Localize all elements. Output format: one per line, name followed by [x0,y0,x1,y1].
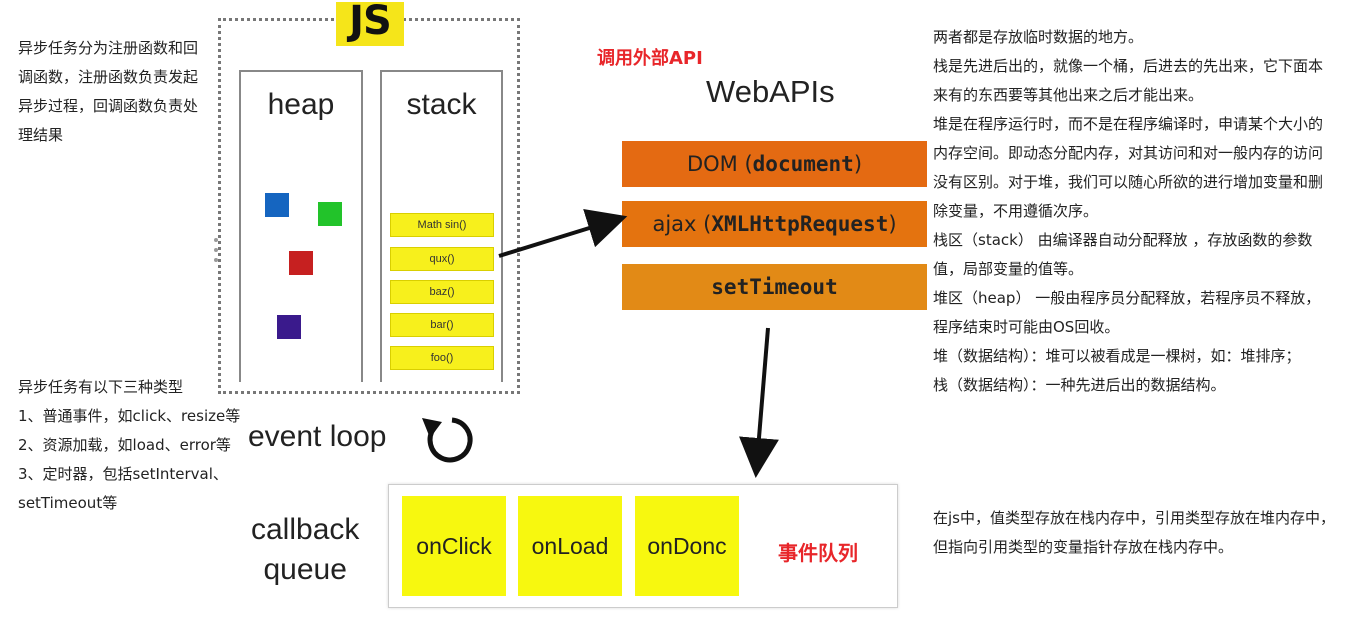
async-type-1: 1、普通事件，如click、resize等 [18,407,241,425]
heap-object-purple [277,315,301,339]
queue-item-onclick: onClick [402,496,506,596]
js-logo-text: JS [349,0,392,44]
memory-note-3: 堆是在程序运行时，而不是在程序编译时，申请某个大小的内存空间。即动态分配内存，对… [933,115,1324,220]
stack-frame-qux: qux() [390,247,494,271]
callback-queue-label: callback queue [251,510,359,590]
arrow-webapis-to-queue [739,327,779,478]
memory-notes: 两者都是存放临时数据的地方。 栈是先进后出的，就像一个桶，后进去的先出来，它下面… [933,23,1335,400]
heap-column: heap [239,70,363,382]
async-types-title: 异步任务有以下三种类型 [18,378,184,396]
webapi-ajax-mono: XMLHttpRequest [711,212,889,236]
heap-object-green [318,202,342,226]
event-loop-label: event loop [248,420,387,453]
webapi-dom: DOM (document) [622,141,927,187]
async-type-2: 2、资源加载，如load、error等 [18,436,231,454]
webapis-title: WebAPIs [706,74,835,109]
stack-frame-foo: foo() [390,346,494,370]
callback-queue-label-line1: callback [251,513,360,546]
async-types-note: 异步任务有以下三种类型 1、普通事件，如click、resize等 2、资源加载… [18,373,258,518]
event-loop-cycle-icon [422,417,473,463]
stack-frame-baz: baz() [390,280,494,304]
webapi-settimeout: setTimeout [622,264,927,310]
memory-note-5: 堆区（heap） 一般由程序员分配释放，若程序员不释放，程序结束时可能由OS回收… [933,289,1321,336]
event-queue-caption: 事件队列 [778,541,858,565]
callback-queue-label-line2: queue [263,553,347,586]
stack-title: stack [406,88,477,121]
memory-note-4: 栈区（stack） 由编译器自动分配释放 ，存放函数的参数值，局部变量的值等。 [933,231,1313,278]
webapi-dom-mono: document [752,152,854,176]
stack-frame-math-sin: Math sin() [390,213,494,237]
callback-queue-box [388,484,898,608]
resize-handle-dots [214,238,220,268]
webapi-dom-prefix: DOM ( [686,152,753,176]
queue-item-ondone: onDonc [635,496,739,596]
webapi-ajax: ajax (XMLHttpRequest) [622,201,927,247]
memory-note-7: 栈（数据结构）：一种先进后出的数据结构。 [933,376,1226,394]
queue-item-onload: onLoad [518,496,622,596]
webapis-caption: 调用外部API [597,48,703,69]
webapi-settimeout-mono: setTimeout [711,275,838,299]
memory-note-2: 栈是先进后出的，就像一个桶，后进去的先出来，它下面本来有的东西要等其他出来之后才… [933,57,1324,104]
stack-frame-bar: bar() [390,313,494,337]
js-memory-note-text: 在js中，值类型存放在栈内存中，引用类型存放在堆内存中，但指向引用类型的变量指针… [933,509,1335,556]
memory-note-6: 堆（数据结构）：堆可以被看成是一棵树，如：堆排序； [933,347,1301,365]
heap-object-red [289,251,313,275]
js-memory-note: 在js中，值类型存放在栈内存中，引用类型存放在堆内存中，但指向引用类型的变量指针… [933,504,1335,562]
async-type-3: 3、定时器，包括setInterval、setTimeout等 [18,465,228,512]
js-logo: JS [336,0,404,46]
heap-title: heap [267,88,335,121]
memory-note-1: 两者都是存放临时数据的地方。 [933,28,1144,46]
heap-object-blue [265,193,289,217]
async-intro-note: 异步任务分为注册函数和回调函数，注册函数负责发起异步过程，回调函数负责处理结果 [18,34,208,150]
webapi-dom-suffix: ) [853,152,863,176]
async-intro-text: 异步任务分为注册函数和回调函数，注册函数负责发起异步过程，回调函数负责处理结果 [18,39,199,144]
webapi-ajax-prefix: ajax ( [652,212,712,236]
webapi-ajax-suffix: ) [888,212,897,236]
